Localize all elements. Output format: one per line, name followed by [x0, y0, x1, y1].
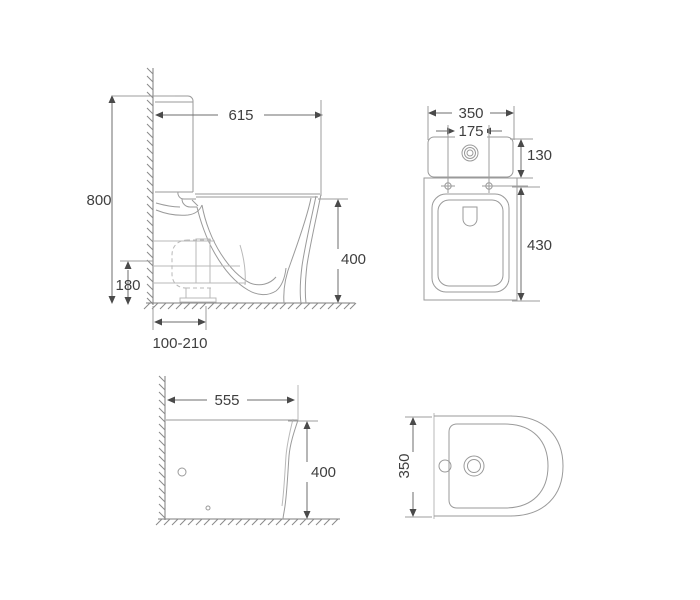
dimension-800: 800 — [86, 95, 175, 304]
toilet-seat-profile — [177, 191, 320, 208]
dimension-400-bidet: 400 — [288, 420, 336, 519]
dimension-label-400-bidet: 400 — [311, 464, 336, 481]
bidet-side-profile — [166, 385, 299, 520]
view-front-elevation: 350 175 130 — [423, 103, 558, 302]
waste-outlet-hidden-detail — [153, 238, 246, 303]
floor-bidet-elevation — [155, 518, 340, 526]
dimension-label-430: 430 — [527, 237, 552, 254]
bowl-side-profile — [155, 193, 322, 304]
cistern-front-body — [427, 136, 514, 178]
cistern-side-profile — [155, 95, 194, 193]
dimension-100-210: 100-210 — [152, 306, 208, 352]
bowl-front-body — [423, 177, 518, 301]
dimension-label-350-width: 350 — [458, 105, 483, 122]
wall-side-elevation — [146, 67, 154, 305]
dimension-400-side: 400 — [318, 198, 366, 303]
view-bidet-side-elevation: 555 400 — [155, 375, 340, 526]
dimension-615: 615 — [155, 100, 323, 196]
dimension-label-615: 615 — [228, 107, 253, 124]
dimension-430: 430 — [512, 186, 558, 302]
wall-bidet-elevation — [158, 375, 166, 520]
dimension-350-bidet: 350 — [396, 416, 432, 518]
dimension-175: 175 — [436, 121, 502, 186]
dimension-label-350-bidet: 350 — [396, 453, 413, 478]
dimension-555: 555 — [167, 390, 295, 409]
view-bidet-plan: 350 — [396, 413, 564, 519]
dimension-130: 130 — [510, 138, 552, 179]
dimension-label-800: 800 — [86, 192, 111, 209]
dimension-label-180: 180 — [115, 277, 140, 294]
dimension-180: 180 — [115, 260, 153, 305]
dimension-label-400-side: 400 — [341, 251, 366, 268]
dimension-label-555: 555 — [214, 392, 239, 409]
view-side-elevation: 800 615 400 180 — [86, 67, 366, 352]
bidet-plan-body — [433, 413, 564, 519]
fixing-holes-front — [441, 179, 528, 193]
floor-side-elevation — [143, 302, 357, 310]
dimension-label-100-210: 100-210 — [152, 335, 207, 352]
dimension-label-175: 175 — [458, 123, 483, 140]
dimension-350-width: 350 — [427, 103, 515, 140]
dimension-label-130: 130 — [527, 147, 552, 164]
